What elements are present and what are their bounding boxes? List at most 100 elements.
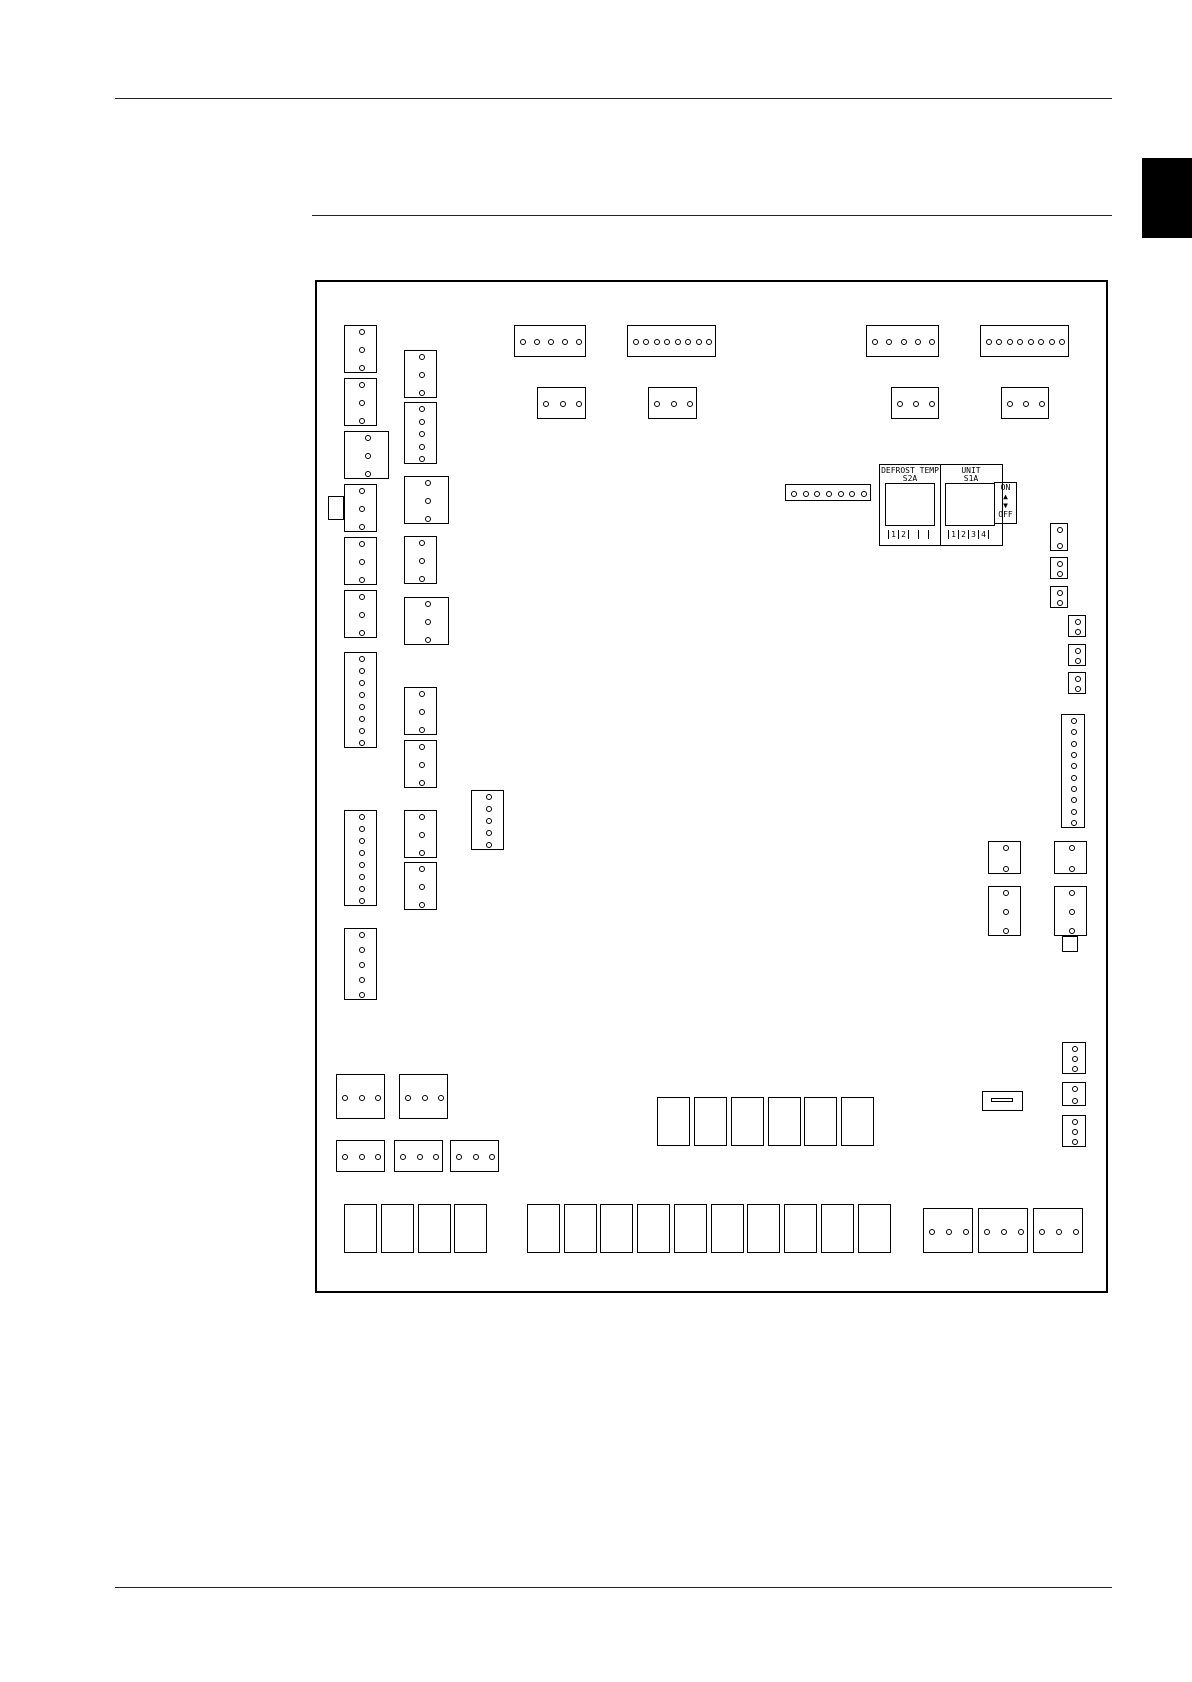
connector-pin [359,716,365,722]
connector-pin [1057,571,1063,577]
connector-pin [359,524,365,530]
connector-pin [1075,648,1081,654]
connector-tab [328,496,344,520]
connector-pin [486,806,492,812]
connector-pin [706,339,712,345]
connector-pin [359,1154,365,1160]
connector-pin [897,401,903,407]
connector-pin [1003,866,1009,872]
connector-pin [826,491,832,497]
unit-switch-code: S1A [940,475,1002,483]
connector-pin [359,932,365,938]
connector-3pin [1001,387,1049,419]
connector-pin [419,866,425,872]
connector-pin [359,947,365,953]
connector-pin [425,619,431,625]
connector-pin [1071,718,1077,724]
defrost-dip-switch[interactable] [885,483,935,526]
connector-5pin [866,325,939,357]
connector-pin [696,339,702,345]
connector-pin [419,884,425,890]
connector-pin [342,1095,348,1101]
terminal-block [821,1204,854,1253]
connector-pin [489,1154,495,1160]
connector-pin [1056,1229,1062,1235]
connector-pin [1072,1066,1078,1072]
connector-pin [400,1154,406,1160]
connector-pin [359,692,365,698]
connector-2pin [1050,557,1068,579]
connector-pin [548,339,554,345]
connector-pin [359,347,365,353]
connector-pin [1018,1229,1024,1235]
connector-pin [419,744,425,750]
connector-pin [1003,909,1009,915]
connector-pin [359,365,365,371]
unit-position-4: 4 [978,530,989,539]
off-arrow-icon: ▼ [995,501,1016,510]
connector-pin [359,612,365,618]
connector-pin [1072,1139,1078,1145]
connector-pin [419,372,425,378]
connector-pin [1072,1129,1078,1135]
connector-2pin [1068,644,1086,666]
connector-pin [359,962,365,968]
footer-rule [115,1587,1112,1588]
relay [804,1097,837,1146]
connector-3pin [404,687,437,735]
connector-pin [438,1095,444,1101]
connector-pin [359,862,365,868]
terminal-block [564,1204,597,1253]
connector-pin [359,740,365,746]
connector-pin [1071,763,1077,769]
connector-pin [419,390,425,396]
connector-pin [687,401,693,407]
connector-3pin [450,1140,499,1172]
connector-pin [365,453,371,459]
connector-pin [520,339,526,345]
connector-3pin [336,1140,385,1172]
connector-10pin [1061,714,1085,828]
connector-8pin [344,652,377,748]
connector-3pin [344,537,377,585]
connector-pin [419,762,425,768]
connector-pin [359,382,365,388]
defrost-switch-code: S2A [880,475,940,483]
connector-pin [359,577,365,583]
connector-pin [359,400,365,406]
connector-pin [654,339,660,345]
connector-pin [913,401,919,407]
defrost-position-4 [918,530,929,539]
connector-pin [359,826,365,832]
connector-5pin [471,790,504,850]
connector-3pin [399,1074,448,1119]
connector-3pin [1033,1208,1083,1253]
defrost-position-1: 1 [888,530,898,539]
connector-3pin [923,1208,973,1253]
connector-pin [486,818,492,824]
on-arrow-icon: ▲ [995,492,1016,501]
connector-pin [576,339,582,345]
connector-pin [405,1095,411,1101]
connector-pin [1072,1086,1078,1092]
connector-pin [359,541,365,547]
relay [694,1097,727,1146]
connector-3pin [344,484,377,532]
connector-pin [419,780,425,786]
connector-pin [359,594,365,600]
connector-pin [675,339,681,345]
connector-3pin [336,1074,385,1119]
unit-dip-switch[interactable] [945,483,995,526]
connector-pin [791,491,797,497]
connector-pin [425,637,431,643]
connector-pin [359,814,365,820]
connector-pin [359,1095,365,1101]
terminal-block [858,1204,891,1253]
connector-pin [1071,786,1077,792]
connector-pin [1069,845,1075,851]
connector-pin [419,727,425,733]
connector-pin [1073,1229,1079,1235]
connector-3pin [1062,1115,1086,1147]
connector-pin [359,898,365,904]
relay [768,1097,801,1146]
